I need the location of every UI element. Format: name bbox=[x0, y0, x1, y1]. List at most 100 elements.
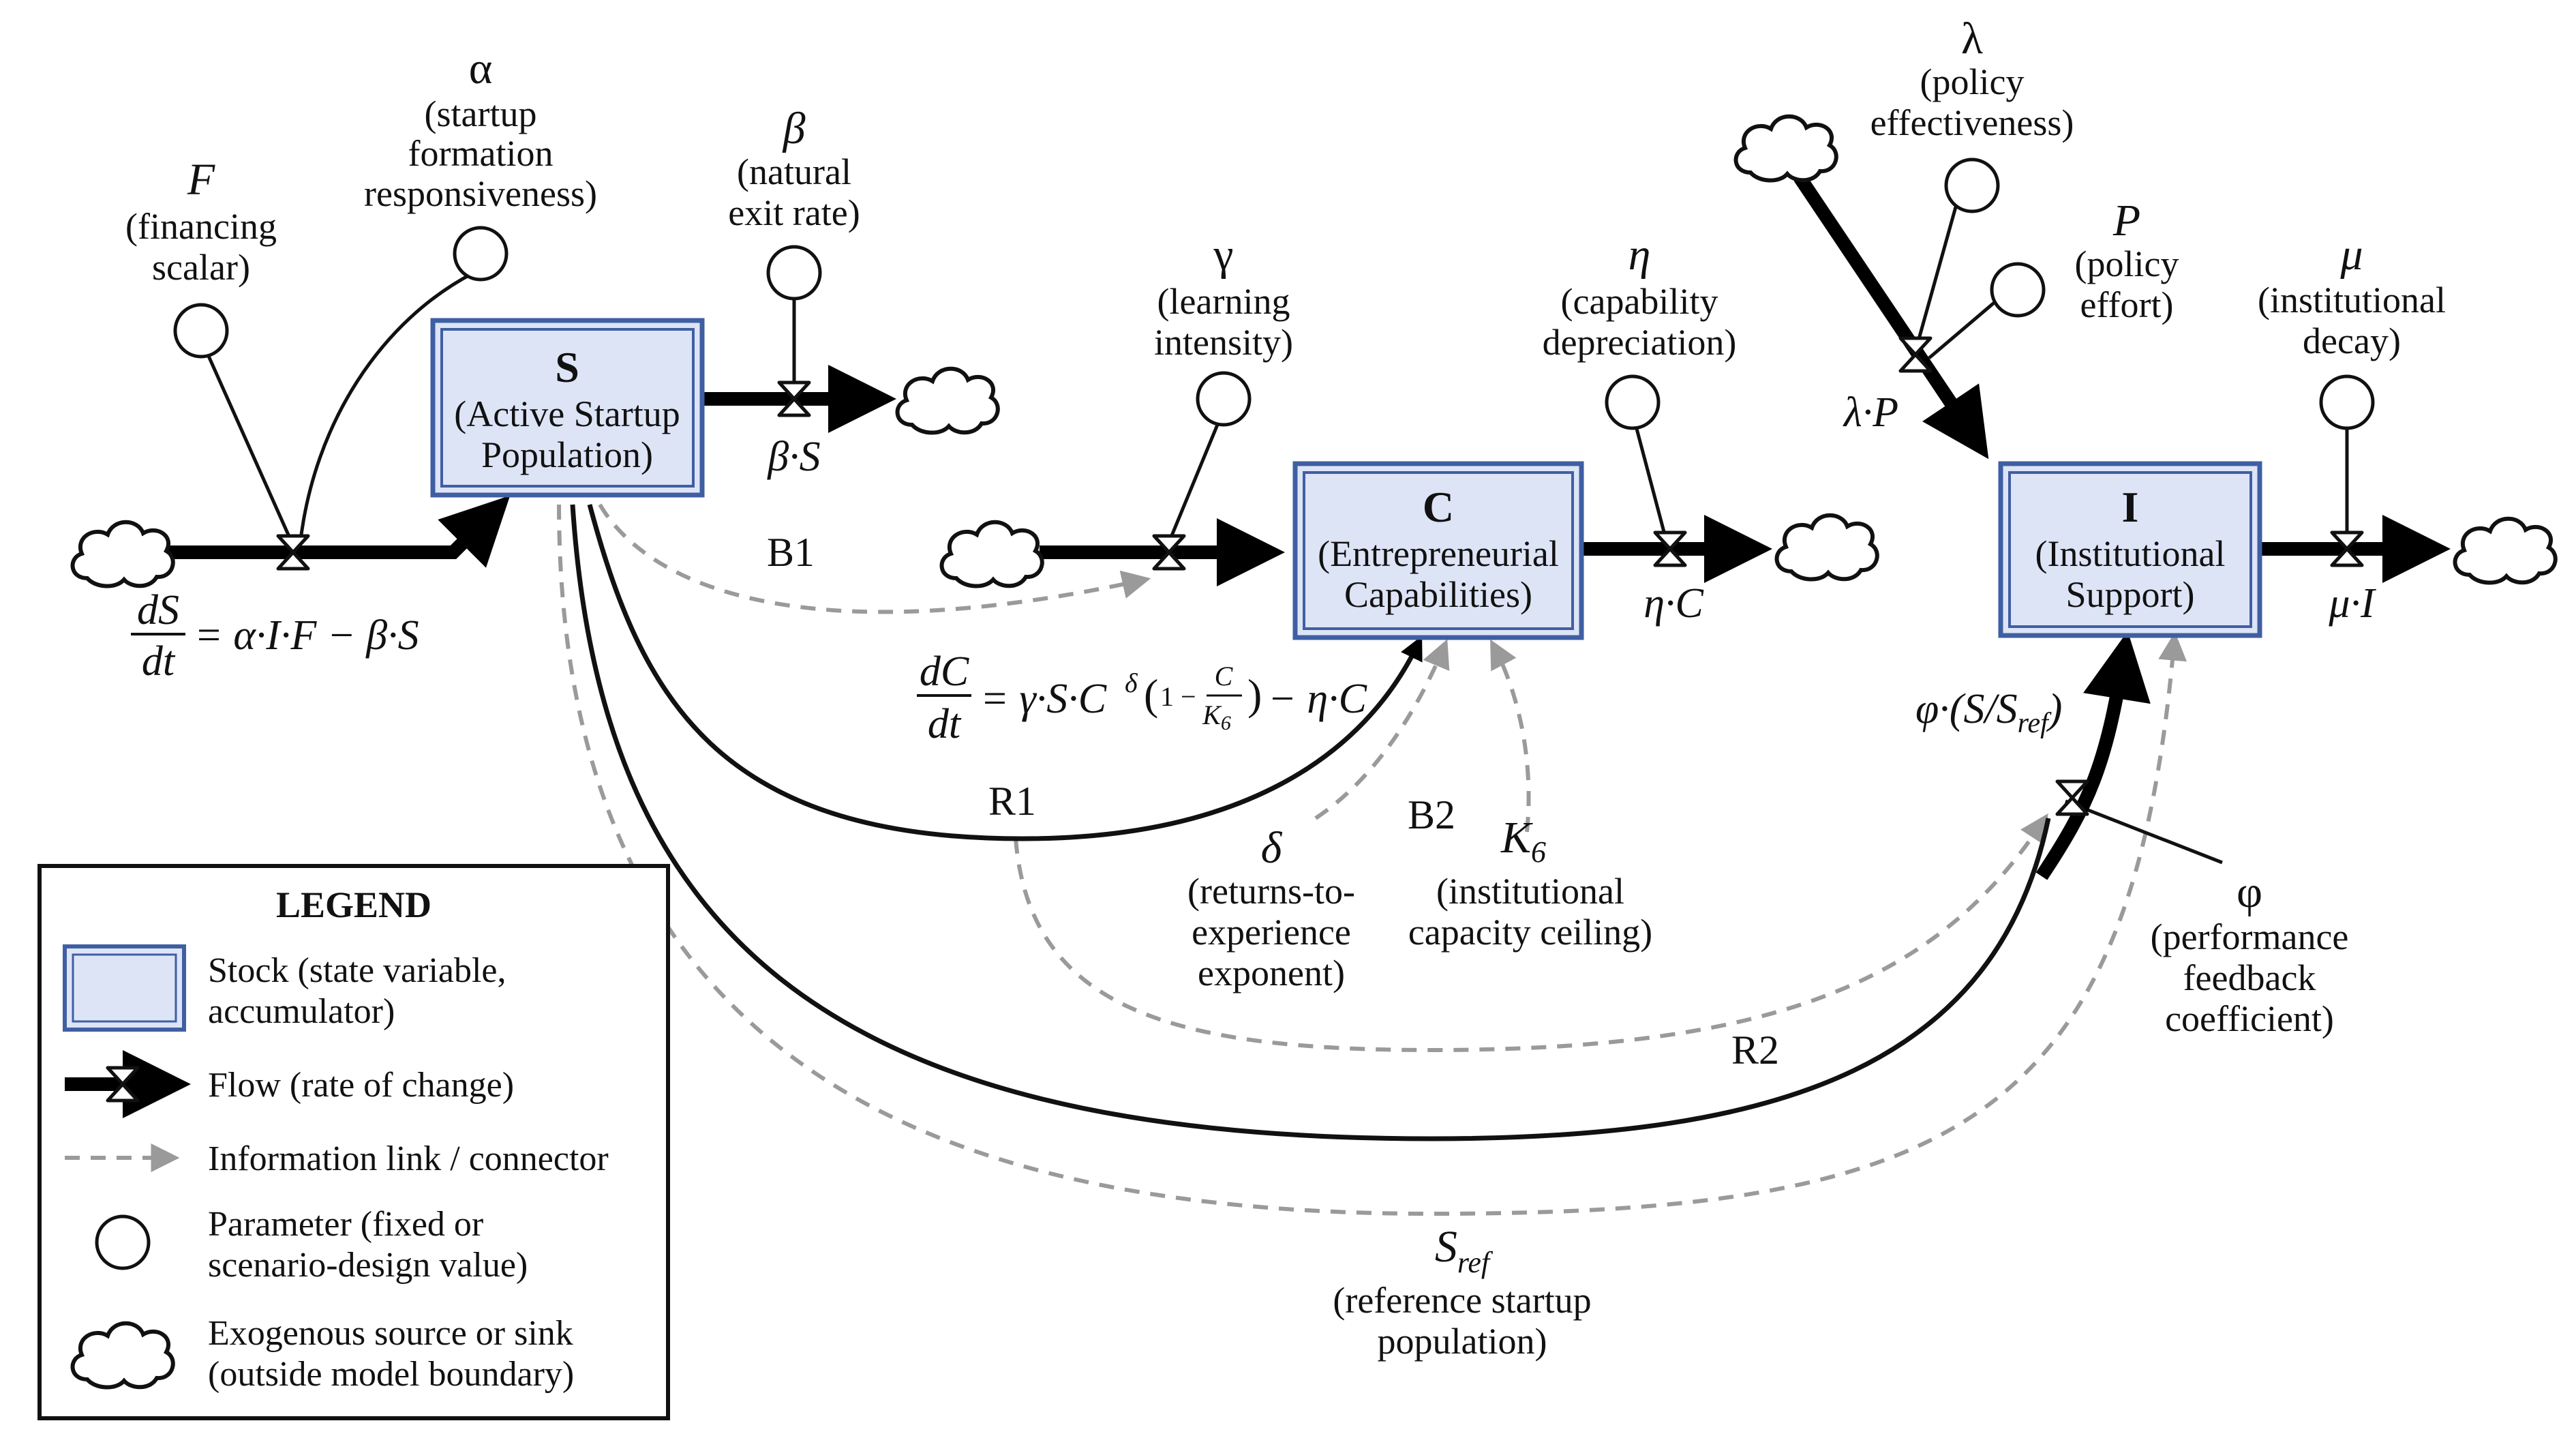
eq-dc-rhs2: − η·C bbox=[1268, 676, 1367, 722]
param-desc: experience bbox=[1192, 912, 1351, 953]
eq-dc-paren-close: ) bbox=[1247, 670, 1262, 719]
param-desc: responsiveness) bbox=[364, 173, 597, 214]
param-desc: (reference startup bbox=[1333, 1280, 1591, 1321]
stock-s-desc1: (Active Startup bbox=[454, 393, 680, 434]
param-circle-mu bbox=[2319, 374, 2375, 430]
arc-r1 bbox=[587, 504, 1423, 841]
flow-pipe-s-inflow bbox=[123, 495, 511, 568]
stock-c-desc2: Capabilities) bbox=[1344, 574, 1532, 615]
flow-label-phi-ratio: φ·(S/Sref) bbox=[1915, 686, 2062, 739]
legend-param-item: Parameter (fixed or scenario-design valu… bbox=[95, 1205, 528, 1285]
equation-ds: dS dt = α·I·F − β·S bbox=[131, 587, 419, 685]
param-circle-alpha bbox=[453, 226, 509, 282]
param-label-alpha: α (startup formation responsiveness) bbox=[364, 44, 597, 214]
param-desc: exponent) bbox=[1198, 953, 1345, 993]
legend-stock-label: accumulator) bbox=[208, 992, 395, 1031]
param-symbol: γ bbox=[1213, 230, 1233, 280]
info-link-s-to-c-inflow bbox=[598, 503, 1151, 614]
flow-pipe-phi-inflow bbox=[2035, 631, 2151, 880]
param-symbol: λ bbox=[1961, 14, 1983, 63]
param-label-beta: β (natural exit rate) bbox=[728, 104, 860, 233]
param-symbol: φ bbox=[2237, 867, 2262, 917]
causal-arcs bbox=[570, 504, 2051, 1141]
flow-label-beta-s: β·S bbox=[767, 434, 820, 480]
loop-label-b1: B1 bbox=[767, 530, 815, 575]
legend-flow-item: Flow (rate of change) bbox=[65, 1050, 514, 1118]
stock-s-name: S bbox=[555, 343, 579, 391]
param-desc: decay) bbox=[2303, 320, 2401, 361]
param-desc: feedback bbox=[2183, 957, 2316, 998]
eq-dc-numerator: dC bbox=[920, 648, 969, 695]
stock-i-desc1: (Institutional bbox=[2035, 533, 2226, 574]
cloud-icon bbox=[1736, 117, 1836, 181]
param-desc: population) bbox=[1378, 1321, 1547, 1362]
param-desc: exit rate) bbox=[728, 192, 860, 233]
flow-pipe-i-inflow bbox=[1793, 173, 1989, 460]
param-circle-gamma bbox=[1196, 371, 1252, 427]
eq-dc-denominator: dt bbox=[928, 701, 962, 747]
param-desc: (institutional bbox=[1436, 871, 1624, 912]
stock-c: C (Entrepreneurial Capabilities) bbox=[1292, 461, 1584, 640]
equation-dc: dC dt = γ·S·C δ ( 1 − C K6 ) − η·C bbox=[917, 648, 1367, 747]
param-label-sref: Sref (reference startup population) bbox=[1333, 1222, 1591, 1362]
param-desc: depreciation) bbox=[1543, 322, 1737, 363]
flow-label-mu-i: μ·I bbox=[2328, 580, 2377, 627]
cloud-icon bbox=[2455, 519, 2556, 583]
cloud-icon bbox=[898, 369, 998, 433]
param-circles bbox=[173, 158, 2375, 430]
info-link-c-to-phi-flow bbox=[1014, 813, 2048, 1053]
legend-cloud-item: Exogenous source or sink (outside model … bbox=[73, 1314, 574, 1394]
param-desc: (capability bbox=[1561, 281, 1718, 322]
param-desc: effectiveness) bbox=[1870, 102, 2074, 143]
eq-dc-frac-den: K6 bbox=[1202, 700, 1231, 734]
flow-label-lambda-p: λ·P bbox=[1843, 389, 1898, 436]
legend-param-label: Parameter (fixed or bbox=[208, 1205, 483, 1244]
param-symbol: K6 bbox=[1500, 813, 1546, 869]
param-desc: (performance bbox=[2151, 916, 2349, 957]
param-label-phi: φ (performance feedback coefficient) bbox=[2151, 867, 2349, 1039]
param-symbol: μ bbox=[2339, 230, 2363, 280]
loop-label-b2: B2 bbox=[1408, 792, 1455, 837]
param-circle-f bbox=[173, 303, 229, 359]
cloud-icon bbox=[942, 522, 1042, 586]
param-desc: coefficient) bbox=[2165, 998, 2334, 1039]
eq-dc-exponent: δ bbox=[1125, 668, 1138, 698]
param-desc: (policy bbox=[1920, 61, 2025, 102]
param-circle-icon bbox=[95, 1214, 151, 1270]
flow-pipes bbox=[123, 173, 2451, 880]
info-link-k6-to-c bbox=[1490, 639, 1531, 833]
param-circle-eta bbox=[1605, 374, 1661, 430]
param-desc: (policy bbox=[2075, 243, 2179, 284]
param-symbol: P bbox=[2112, 196, 2140, 245]
param-desc: (learning bbox=[1157, 281, 1290, 322]
eq-dc-paren-open: ( bbox=[1144, 670, 1158, 719]
param-desc: (natural bbox=[737, 151, 851, 192]
param-symbol: β bbox=[782, 104, 806, 153]
legend-title: LEGEND bbox=[276, 884, 431, 925]
stock-i: I (Institutional Support) bbox=[1998, 461, 2262, 638]
param-desc: formation bbox=[408, 133, 554, 174]
param-label-mu: μ (institutional decay) bbox=[2258, 230, 2446, 361]
flow-label-eta-c: η·C bbox=[1643, 580, 1703, 627]
param-desc: (institutional bbox=[2258, 280, 2446, 320]
param-desc: (startup bbox=[425, 93, 537, 134]
cloud-icon bbox=[1777, 515, 1877, 580]
param-symbol: F bbox=[187, 155, 215, 205]
info-links bbox=[557, 503, 2187, 1216]
param-connectors bbox=[206, 204, 2349, 865]
cloud-icon bbox=[73, 522, 173, 586]
param-symbol: δ bbox=[1261, 823, 1283, 873]
loop-label-r1: R1 bbox=[988, 779, 1036, 824]
eq-dc-rhs1: = γ·S·C bbox=[980, 676, 1107, 722]
stock-c-desc1: (Entrepreneurial bbox=[1318, 533, 1559, 574]
param-desc: (returns-to- bbox=[1187, 871, 1355, 912]
param-label-eta: η (capability depreciation) bbox=[1543, 230, 1737, 363]
loop-label-r2: R2 bbox=[1731, 1028, 1779, 1073]
param-circle-p bbox=[1990, 262, 2046, 318]
legend-cloud-label: Exogenous source or sink bbox=[208, 1314, 573, 1353]
eq-dc-one-minus: 1 − bbox=[1160, 681, 1196, 712]
stock-i-desc2: Support) bbox=[2066, 574, 2195, 615]
eq-ds-numerator: dS bbox=[137, 587, 179, 633]
legend-cloud-label: (outside model boundary) bbox=[208, 1355, 574, 1394]
legend: LEGEND Stock (state variable, accumulato… bbox=[37, 864, 670, 1420]
